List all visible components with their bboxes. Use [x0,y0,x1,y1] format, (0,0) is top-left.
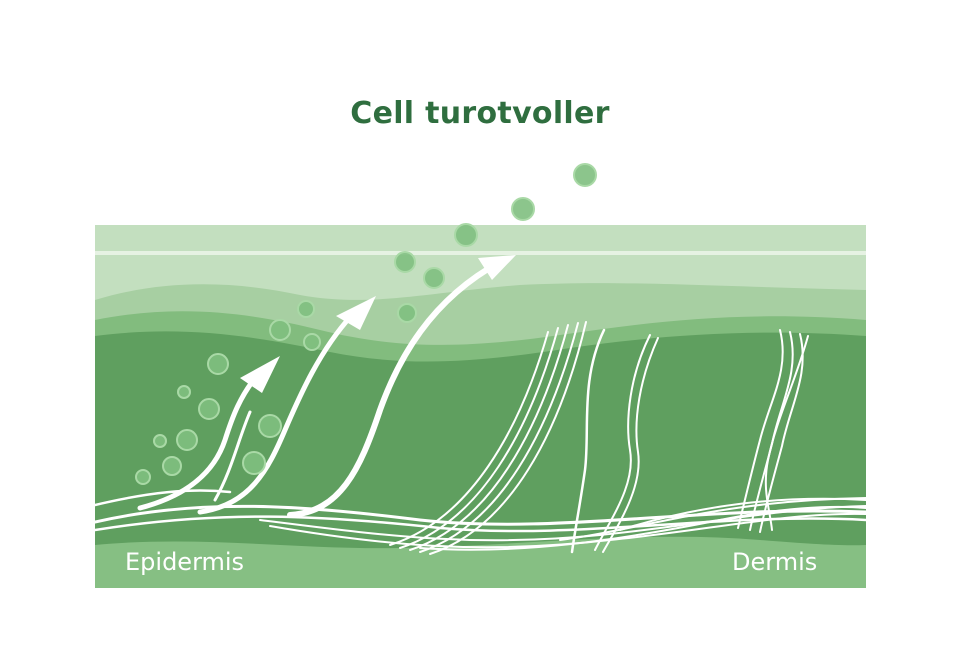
arrow-heads [240,255,516,393]
bottom-band [95,536,866,588]
diagram-title: Cell turotvoller [350,96,610,131]
collagen-fiber-icon [389,321,587,555]
epidermis-label: Epidermis [125,548,245,576]
surface-line [95,251,866,255]
dermis-label: Dermis [732,548,818,576]
collagen-fiber-icon [570,328,809,554]
upward-arrow-icon [137,259,503,518]
cell-bubble-icon [135,163,597,485]
skin-layers [95,225,866,588]
